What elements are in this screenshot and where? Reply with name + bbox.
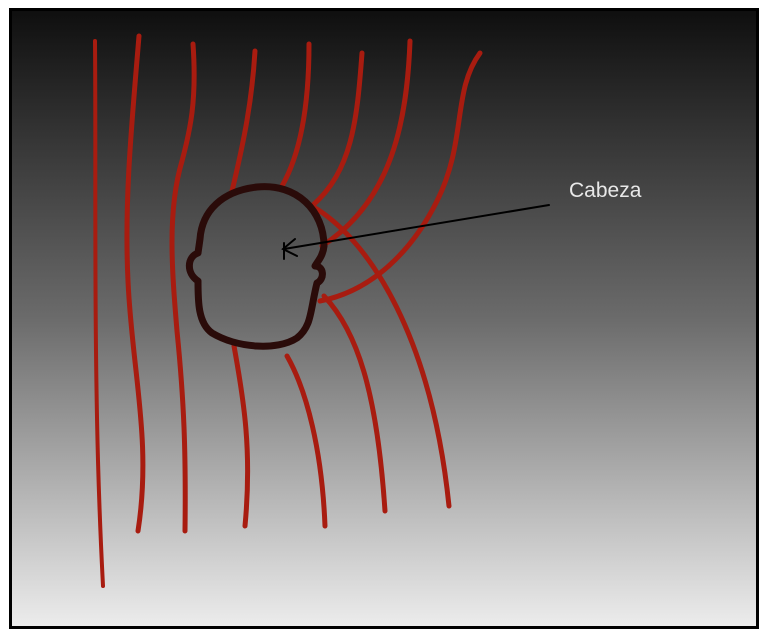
head-outline-icon <box>185 183 328 350</box>
field-line-3 <box>169 41 197 534</box>
field-line-5b <box>284 353 328 529</box>
field-line-6a <box>309 50 365 209</box>
field-line-1 <box>93 39 105 588</box>
field-line-8 <box>317 50 483 304</box>
diagram-canvas: Cabeza <box>12 11 756 626</box>
field-line-4b <box>231 343 251 529</box>
field-lines <box>93 33 483 588</box>
field-line-5a <box>279 41 312 189</box>
arrow-line <box>283 204 550 250</box>
field-line-2 <box>124 33 146 534</box>
gradient-background <box>12 11 756 626</box>
field-line-7a <box>319 38 413 249</box>
head-outline-path <box>185 183 328 350</box>
diagram-frame: Cabeza <box>9 8 759 629</box>
field-line-7b <box>309 203 452 509</box>
arrow-icon <box>281 204 550 260</box>
annotation-label: Cabeza <box>569 179 642 202</box>
field-line-6b <box>321 293 388 514</box>
field-line-4a <box>229 48 258 194</box>
